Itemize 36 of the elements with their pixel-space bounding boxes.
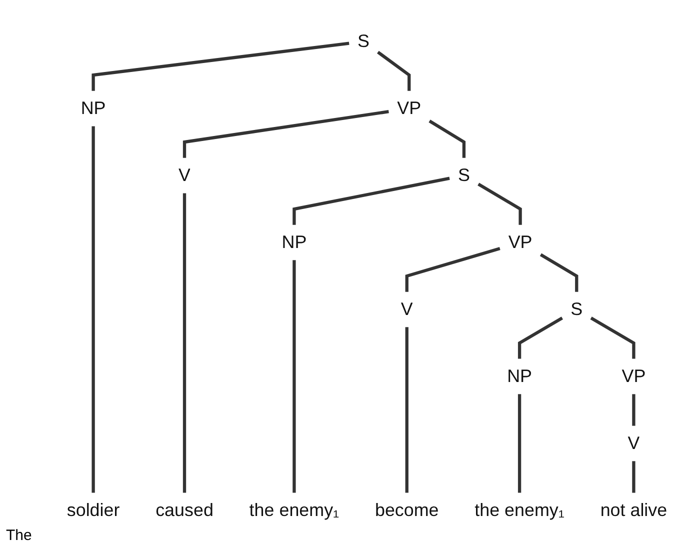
node-text: VP [397,98,422,118]
node-text: NP [282,232,307,252]
connector [478,182,522,225]
node-text: soldier [66,500,120,520]
node-text: V [400,299,413,320]
connector [292,176,450,225]
connector [540,253,578,292]
node-text: NP [507,366,532,386]
node-text: S [458,165,470,186]
connector [632,394,636,426]
connector [377,50,411,91]
connector [590,316,636,359]
node-text: NP [80,98,106,118]
node-text: not alive [600,500,668,520]
node-text: caused [156,500,214,520]
connector [182,110,389,158]
connector [518,394,522,493]
node-text: VP [622,366,646,386]
connector [632,461,636,493]
node-text: become [374,500,439,520]
node-text: VP [508,232,532,252]
connector [428,120,466,158]
node-text: S [570,299,583,320]
node-text: the enemy₁ [249,500,340,520]
connector [405,327,408,493]
node-text: the enemy₁ [474,500,564,520]
node-text: V [178,165,190,186]
connector [92,42,350,91]
connector [92,126,95,493]
connector [292,260,296,493]
node-text: V [628,433,640,454]
connector [182,193,186,493]
connector [518,316,564,359]
node-text: S [358,31,370,52]
word-label: The [6,527,32,544]
connector [405,247,500,292]
